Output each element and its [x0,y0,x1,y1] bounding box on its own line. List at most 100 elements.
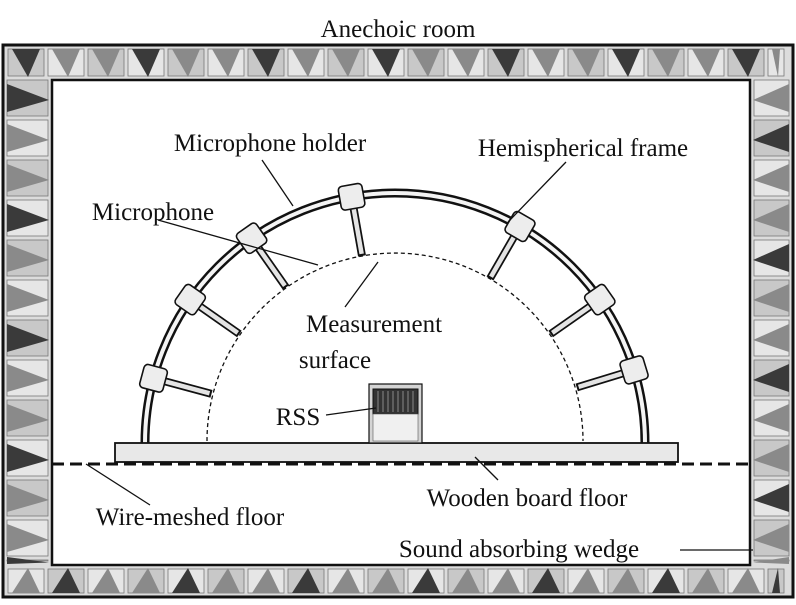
wall-wedge [332,568,360,593]
microphone-holder [337,182,366,257]
wall-wedge [7,404,49,432]
wooden-board-floor [114,442,679,463]
wall-wedge [753,524,789,552]
wall-wedge [292,568,320,593]
wall-wedge [92,49,120,77]
wall-wedge [7,164,49,192]
wall-wedge [212,49,240,77]
sound-absorbing-wall [1,43,795,599]
leader-lines [85,159,753,551]
holder-block [138,363,169,393]
wall-wedge [7,324,49,352]
wall-wedge [12,49,40,77]
holder-block [583,283,616,316]
wall-wedge [7,364,49,392]
wall-wedge [7,444,49,472]
wall-wedge [753,484,789,512]
wall-wedge [7,204,49,232]
microphone-label: Microphone [92,199,214,226]
wall-wedge [452,49,480,77]
wall-wedge [292,49,320,77]
wall-wedge [172,568,200,593]
hemispherical-frame-label: Hemispherical frame [478,135,688,162]
wall-wedge [7,484,49,512]
microphone-holder [174,283,242,338]
measurement-surface [206,252,584,442]
microphone-body [577,368,631,390]
wall-wedge [732,568,760,593]
wall-wedge [753,84,789,112]
microphone-holder [486,210,536,281]
wall-wedge [7,124,49,152]
wall-wedge [212,568,240,593]
wall-wedge [753,244,789,272]
wall-wedge [7,557,49,564]
wall-wedge [332,49,360,77]
leader-frame [507,161,567,223]
wall-wedge [532,49,560,77]
sound-absorbing-wedges [6,48,790,594]
holder-block [619,355,649,385]
microphone-body [489,228,520,278]
wire-meshed-floor-label: Wire-meshed floor [96,504,285,531]
microphone-body [192,300,240,335]
wall-wedge [652,568,680,593]
wall-wedge [52,49,80,77]
leader-holder [261,159,294,207]
wall-wedge [372,568,400,593]
wall-wedge [132,49,160,77]
leader-wooden [474,456,499,481]
wall-wedge [452,568,480,593]
holder-block [337,182,366,211]
wall-wedge [252,568,280,593]
wall-wedge [572,568,600,593]
holder-block [174,283,207,316]
microphone-holder [138,363,213,398]
room-title: Anechoic room [321,16,476,43]
wall-wedge [753,324,789,352]
wall-wedge [753,364,789,392]
wall-wedge [612,568,640,593]
microphone-body [156,377,211,396]
wall-wedge [772,568,780,593]
rss-speaker [368,383,423,444]
wall-wedge [652,49,680,77]
leader-microphone [157,219,319,266]
microphone-holders [138,182,649,398]
wall-wedge [372,49,400,77]
wall-wedge [753,284,789,312]
wall-wedge [132,568,160,593]
wall-wedge [412,568,440,593]
wall-wedge [7,284,49,312]
room-interior [50,78,752,567]
measurement-surface-label-line1: Measurement [306,311,442,338]
hemispherical-frame [140,188,650,444]
wall-wedge [492,49,520,77]
wall-wedge [172,49,200,77]
leader-rss [325,407,377,416]
wall-wedge [692,568,720,593]
wall-wedge [92,568,120,593]
rss-label: RSS [276,404,320,431]
wall-wedge [412,49,440,77]
wall-wedge [692,49,720,77]
leader-wire [85,463,151,506]
wall-wedge [753,557,789,564]
wall-wedge [252,49,280,77]
wooden-board-floor-label: Wooden board floor [427,485,628,512]
measurement-surface-label-line2: surface [299,347,371,374]
wall-wedge [12,568,40,593]
wall-wedge [7,524,49,552]
leader-surface [344,261,379,308]
sound-absorbing-wedge-label: Sound absorbing wedge [399,536,639,563]
wall-wedge [572,49,600,77]
microphone-body [550,300,598,335]
wall-wedge [7,244,49,272]
microphone-holder [548,283,616,338]
wall-wedge [753,124,789,152]
microphone-holder-label: Microphone holder [174,130,367,157]
microphone-holder [575,355,649,392]
wall-wedge [52,568,80,593]
wall-wedge [612,49,640,77]
